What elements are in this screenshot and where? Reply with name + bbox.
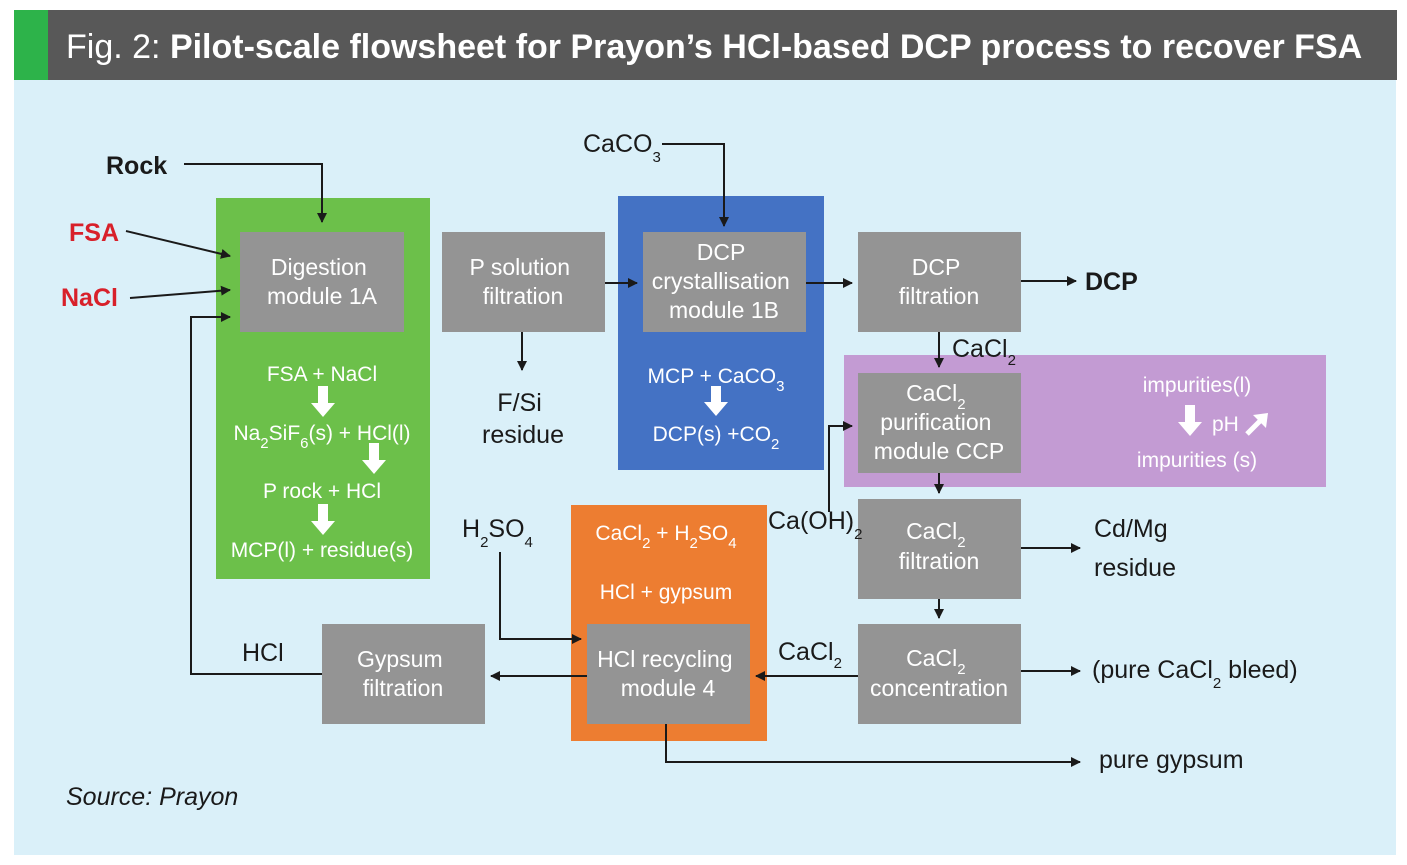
figure-title-text: Pilot-scale flowsheet for Prayon’s HCl-b… xyxy=(170,28,1362,66)
p-solution-box-label: P solution filtration xyxy=(470,254,577,309)
p-solution-filtration-box xyxy=(442,232,605,332)
digestion-box-label: Digestion module 1A xyxy=(267,254,378,309)
module-1a-reaction-line1: FSA + NaCl xyxy=(267,363,377,386)
pure-gypsum-label: pure gypsum xyxy=(1099,746,1244,774)
module-ccp-reaction-line2: impurities (s) xyxy=(1137,449,1257,472)
pure-gypsum-flow-arrow xyxy=(665,724,1081,767)
h2so4-flow-arrow xyxy=(499,552,582,644)
cacl2-concentration-box-label: CaCl2 concentration xyxy=(870,645,1008,701)
dcp-filtration-box xyxy=(858,232,1021,332)
fsa-input-label: FSA xyxy=(69,219,119,247)
cdmg-residue-label: Cd/Mg residue xyxy=(1094,515,1176,582)
cacl2-stream-label: CaCl2 xyxy=(952,335,1016,369)
gypsum-filtration-box xyxy=(322,624,485,724)
figure-title: Fig. 2: Pilot-scale flowsheet for Prayon… xyxy=(66,28,1362,66)
rock-flow-arrow xyxy=(184,163,327,223)
module-1a-reaction-line4: MCP(l) + residue(s) xyxy=(231,539,414,562)
caco3-flow-arrow xyxy=(662,143,729,227)
pure-cacl2-bleed-label: (pure CaCl2 bleed) xyxy=(1092,656,1298,692)
caco3-input-label: CaCO3 xyxy=(583,130,661,166)
cacl2-purification-box-label: CaCl2 purification module CCP xyxy=(874,380,1004,464)
caoh2-input-label: Ca(OH)2 xyxy=(768,507,862,543)
figure-title-prefix: Fig. 2: xyxy=(66,28,170,66)
down-arrow-icon xyxy=(311,504,335,535)
module-1a-reaction-line3: P rock + HCl xyxy=(263,480,381,503)
module-ccp-reaction-line1: impurities(l) xyxy=(1143,374,1252,397)
title-bar xyxy=(14,10,1397,80)
cacl2-filtration-box xyxy=(858,499,1021,599)
module-1b-reaction-line2: DCP(s) +CO2 xyxy=(653,423,780,453)
fsi-residue-label: F/Si residue xyxy=(482,389,564,449)
h2so4-input-label: H2SO4 xyxy=(462,515,533,551)
module-4-reaction-line1: CaCl2 + H2SO4 xyxy=(595,522,736,552)
hcl-recycling-box xyxy=(587,624,750,724)
cacl2-filtration-box-label: CaCl2 filtration xyxy=(899,518,980,574)
down-arrow-icon xyxy=(311,386,335,417)
module-ccp-ph-label: pH xyxy=(1212,413,1239,436)
title-accent-stripe xyxy=(14,10,48,80)
dcp-output-label: DCP xyxy=(1085,268,1138,296)
digestion-box xyxy=(240,232,404,332)
dcp-crystallisation-box xyxy=(643,232,806,332)
hcl-recycle-stream-label: HCl xyxy=(242,639,284,667)
hcl-recycle-flow-arrow xyxy=(190,312,322,675)
nacl-input-label: NaCl xyxy=(61,284,118,312)
up-right-arrow-icon xyxy=(1245,413,1268,436)
hcl-recycling-box-label: HCl recycling module 4 xyxy=(597,646,739,701)
down-arrow-icon xyxy=(704,386,728,416)
down-arrow-icon xyxy=(362,443,386,474)
down-arrow-icon xyxy=(1178,405,1202,436)
cacl2-concentration-box xyxy=(858,624,1021,724)
dcp-crystallisation-box-label: DCP crystallisation module 1B xyxy=(652,239,796,323)
module-1a-reaction-line2: Na2SiF6(s) + HCl(l) xyxy=(233,422,410,452)
cacl2-to-module4-stream-label: CaCl2 xyxy=(778,638,842,672)
nacl-flow-arrow xyxy=(129,285,231,299)
gypsum-filtration-box-label: Gypsum filtration xyxy=(357,646,449,701)
module-1b-reaction-line1: MCP + CaCO3 xyxy=(648,365,785,395)
rock-input-label: Rock xyxy=(106,152,167,180)
cacl2-purification-box xyxy=(858,373,1021,473)
caoh2-flow-arrow xyxy=(828,421,853,512)
module-4-reaction-line2: HCl + gypsum xyxy=(600,581,732,604)
fsa-flow-arrow xyxy=(125,230,231,259)
dcp-filtration-box-label: DCP filtration xyxy=(899,254,980,309)
source-note: Source: Prayon xyxy=(66,783,238,811)
